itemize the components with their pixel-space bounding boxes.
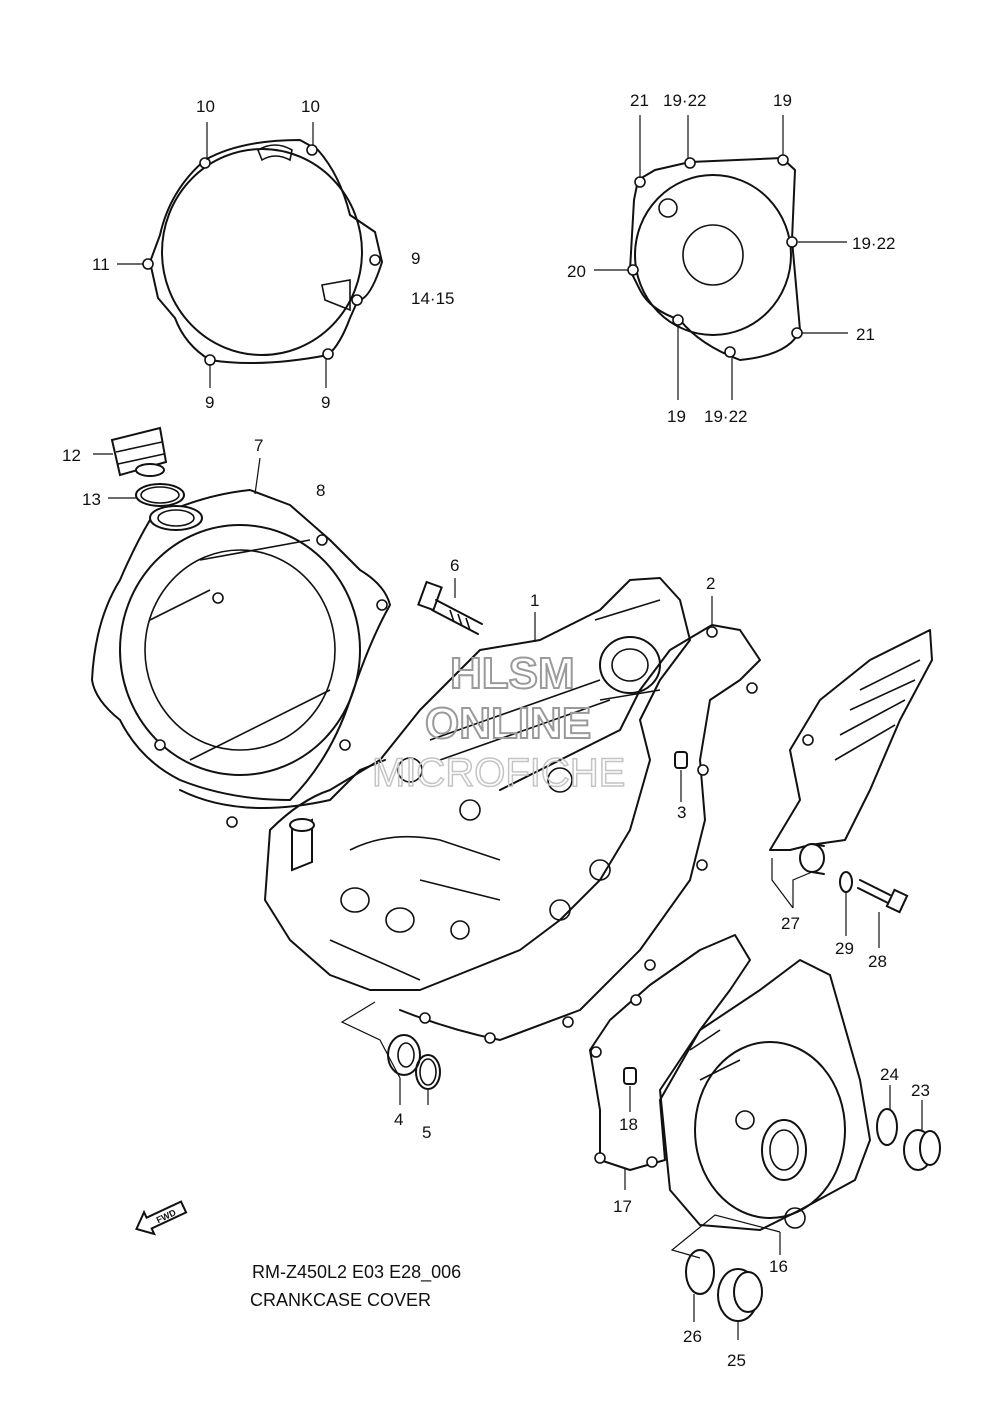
clutch-cover <box>91 489 391 828</box>
o-ring-26 <box>685 1249 715 1295</box>
clutch-cover-gasket <box>142 139 383 366</box>
callout-6: 6 <box>450 556 459 575</box>
spacer-27 <box>799 843 825 875</box>
plug-25 <box>717 1268 763 1322</box>
caption-title: CRANKCASE COVER <box>250 1290 431 1310</box>
callout-4: 4 <box>394 1110 403 1129</box>
o-ring-24 <box>876 1108 898 1146</box>
callout-18: 18 <box>619 1115 638 1134</box>
callout-7: 7 <box>254 436 263 455</box>
watermark-line-2: ONLINE <box>425 699 591 748</box>
callout-8: 8 <box>316 481 325 500</box>
callout-9a: 9 <box>411 249 420 268</box>
callout-13: 13 <box>82 490 101 509</box>
magneto-cover-gasket <box>627 154 803 361</box>
callout-10a: 10 <box>196 97 215 116</box>
magneto-cover-gasket-lower <box>589 934 751 1171</box>
magneto-cover <box>659 959 871 1231</box>
callout-16: 16 <box>769 1257 788 1276</box>
callout-9b: 9 <box>205 393 214 412</box>
callout-29: 29 <box>835 939 854 958</box>
caption-code: RM-Z450L2 E03 E28_006 <box>252 1262 461 1283</box>
callout-5: 5 <box>422 1123 431 1142</box>
o-ring-5 <box>415 1054 441 1090</box>
plug-23 <box>903 1129 941 1171</box>
callout-10b: 10 <box>301 97 320 116</box>
callout-17: 17 <box>613 1197 632 1216</box>
crankcase-gasket <box>399 624 761 1044</box>
callout-19-22b: 19·22 <box>852 234 895 253</box>
callout-21b: 21 <box>856 325 875 344</box>
callout-labels: 10 10 11 9 14·15 9 9 21 19·22 19 19·22 2… <box>62 91 930 1370</box>
callout-9c: 9 <box>321 393 330 412</box>
sprocket-cover <box>769 629 933 851</box>
bolt-6 <box>417 580 483 635</box>
forward-arrow-icon: FWD <box>135 1200 188 1236</box>
callout-19a: 19 <box>773 91 792 110</box>
callout-2: 2 <box>706 574 715 593</box>
callout-19b: 19 <box>667 407 686 426</box>
callout-27: 27 <box>781 914 800 933</box>
callout-20: 20 <box>567 262 586 281</box>
callout-12: 12 <box>62 446 81 465</box>
watermark-line-1: HLSM <box>450 649 575 698</box>
oil-filler-cap <box>110 426 168 477</box>
diagram-caption: RM-Z450L2 E03 E28_006 CRANKCASE COVER <box>250 1262 461 1310</box>
callout-28: 28 <box>868 952 887 971</box>
washer-29 <box>839 871 853 893</box>
callout-19-22a: 19·22 <box>663 91 706 110</box>
callout-19-22c: 19·22 <box>704 407 747 426</box>
callout-1: 1 <box>530 591 539 610</box>
callout-3: 3 <box>677 803 686 822</box>
callout-25: 25 <box>727 1351 746 1370</box>
leader-lines <box>93 115 923 1340</box>
watermark-line-3: MICROFICHE <box>372 751 625 795</box>
callout-23: 23 <box>911 1081 930 1100</box>
callout-11: 11 <box>92 255 110 274</box>
callout-14-15: 14·15 <box>411 289 454 308</box>
watermark: HLSM ONLINE MICROFICHE <box>371 648 626 796</box>
dowel-pin-3 <box>674 751 688 769</box>
callout-24: 24 <box>880 1065 899 1084</box>
callout-26: 26 <box>683 1327 702 1346</box>
crankcase <box>264 577 691 991</box>
dowel-pin-18 <box>623 1067 637 1085</box>
o-ring-13 <box>135 483 185 507</box>
bolt-28 <box>857 879 909 914</box>
callout-21a: 21 <box>630 91 649 110</box>
